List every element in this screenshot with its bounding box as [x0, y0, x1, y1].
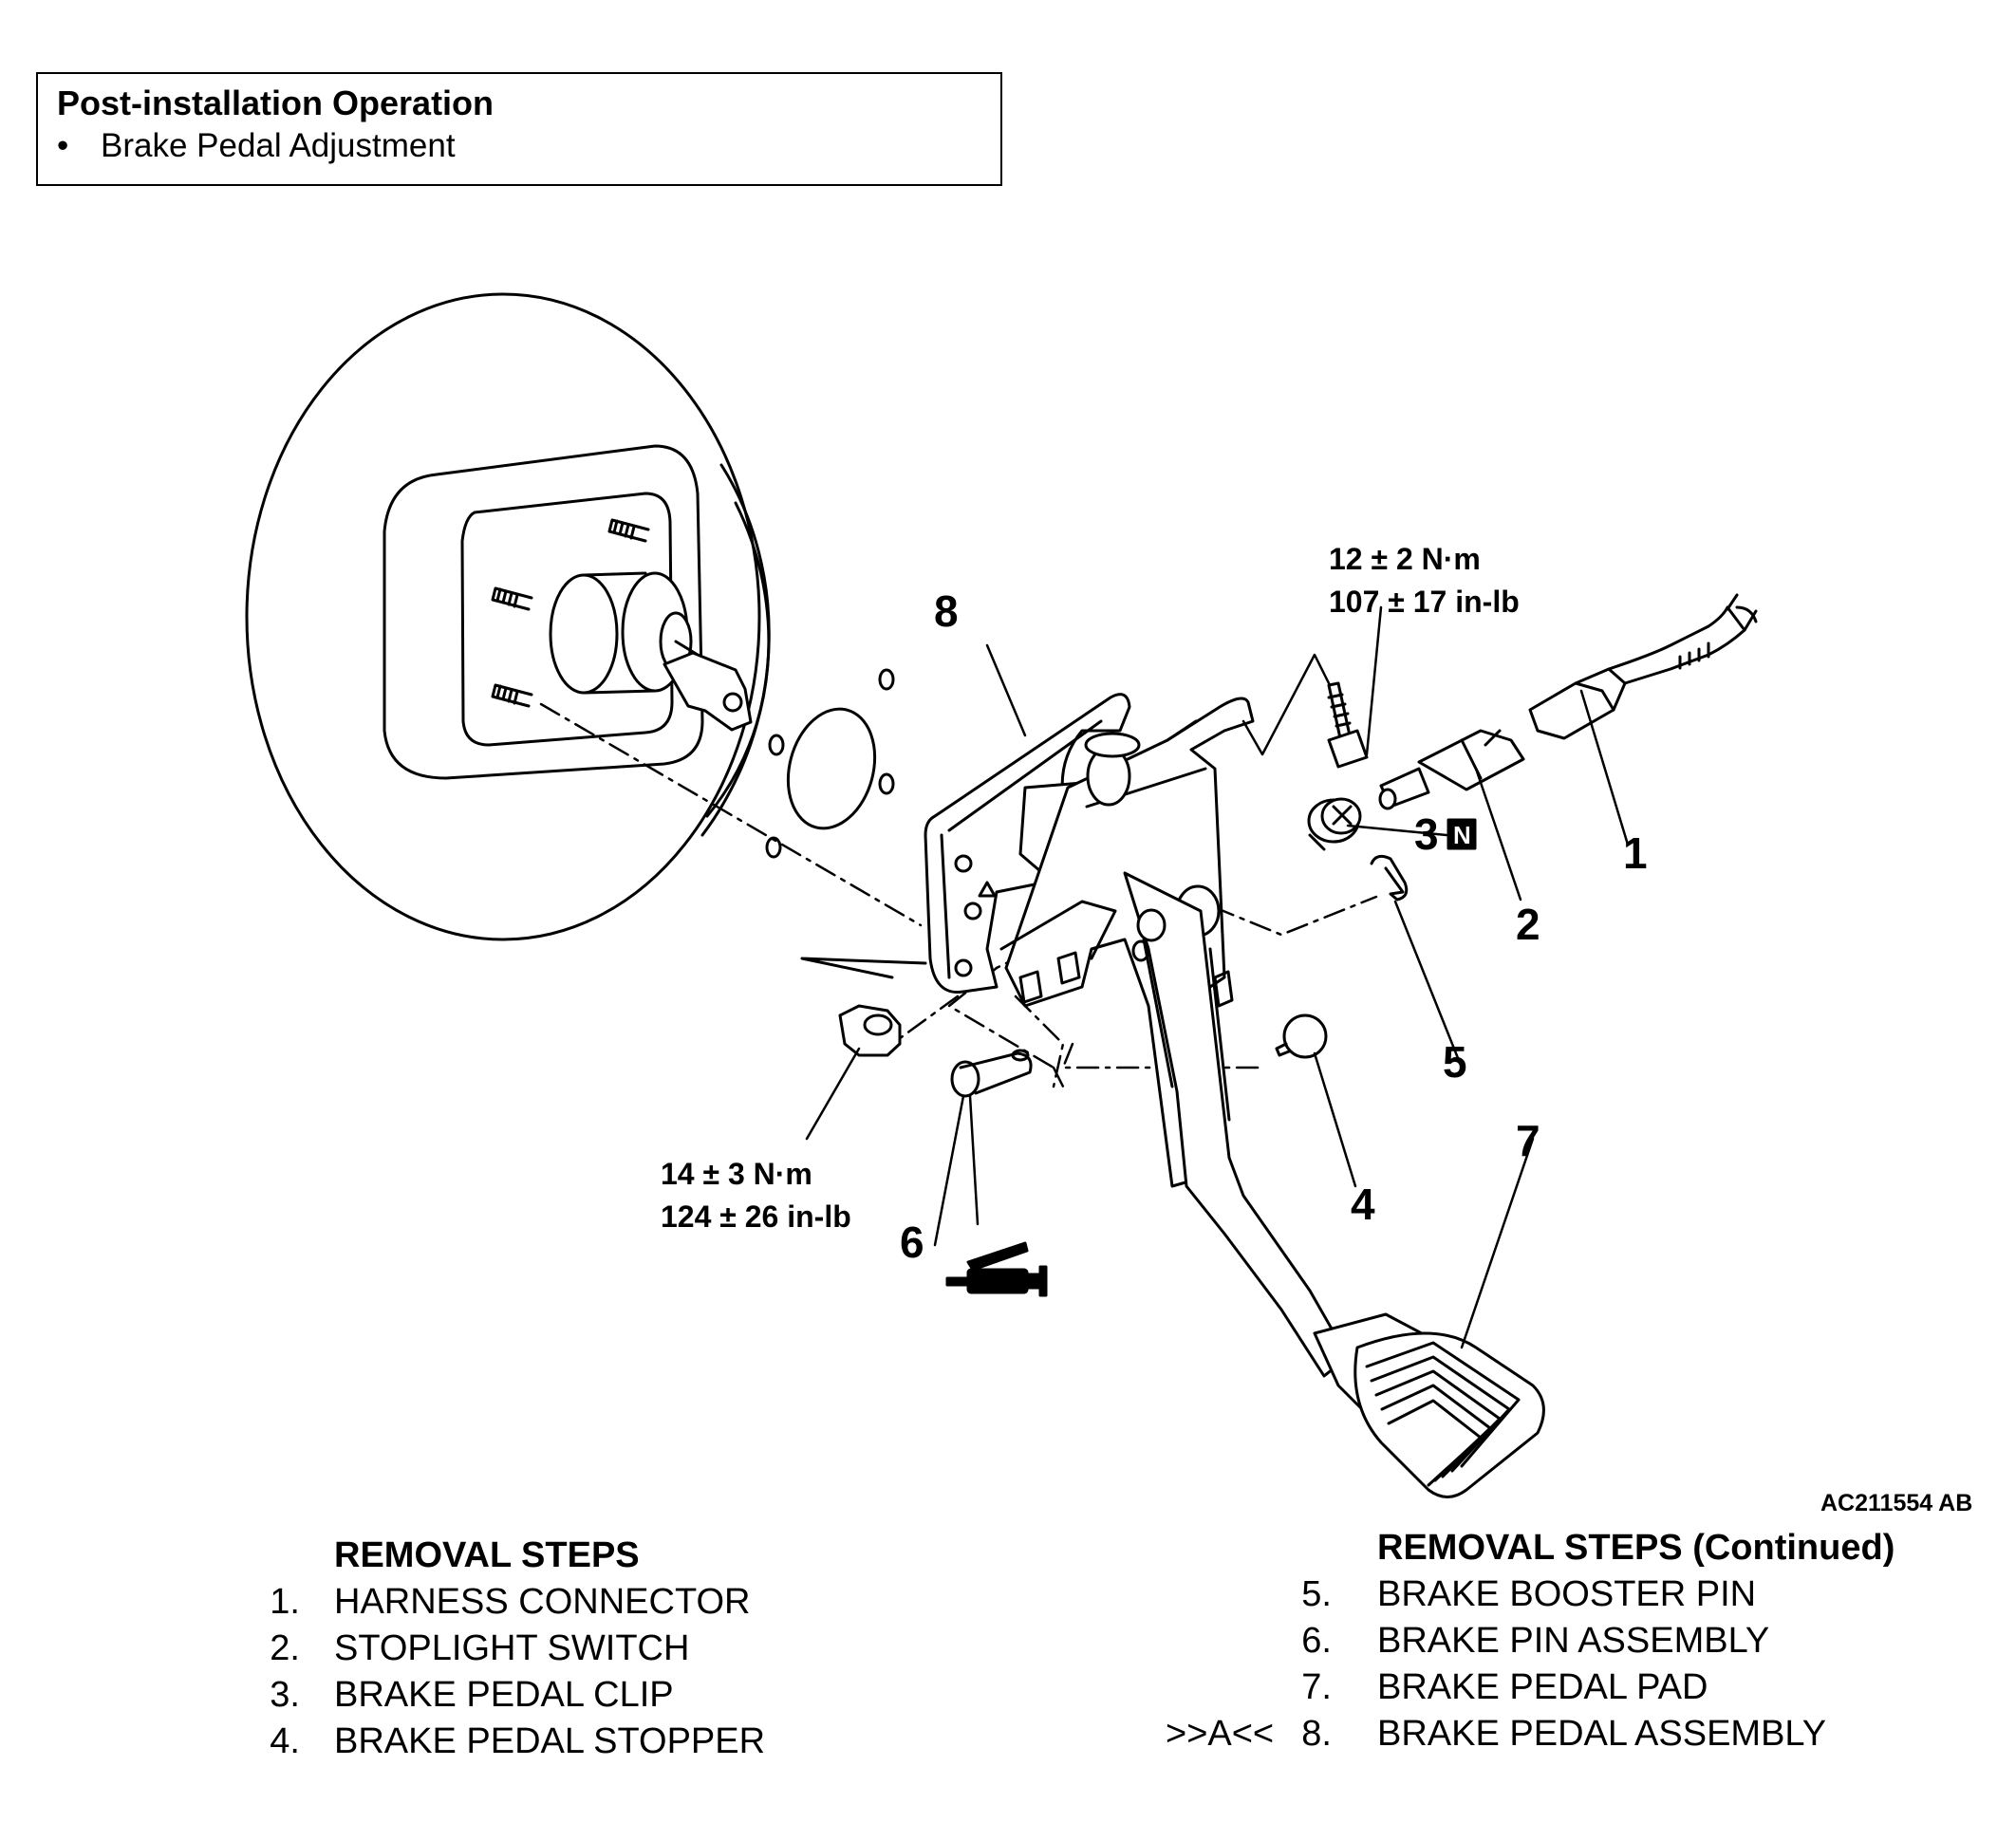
callout-2: 2	[1516, 900, 1540, 949]
callout-4: 4	[1351, 1180, 1375, 1229]
step-number: 3.	[270, 1675, 300, 1715]
removal-steps-heading: REMOVAL STEPS	[334, 1535, 640, 1575]
callout-leaders	[805, 605, 1630, 1349]
pedal-stopper	[1275, 1013, 1328, 1059]
step-text: STOPLIGHT SWITCH	[334, 1628, 690, 1668]
step-text: HARNESS CONNECTOR	[334, 1582, 751, 1622]
step-number: 5.	[1301, 1574, 1332, 1614]
n-badge-icon	[1447, 818, 1477, 850]
step-number: 2.	[270, 1628, 300, 1668]
brake-booster	[245, 292, 771, 941]
removal-steps-left: REMOVAL STEPS 1. HARNESS CONNECTOR 2. STOP…	[237, 1533, 765, 1765]
torque-top-imperial: 107 ± 17 in-lb	[1329, 585, 1520, 619]
pedal-clip-spring	[1370, 854, 1409, 902]
removal-step: 6. BRAKE PIN ASSEMBLY	[1166, 1618, 1895, 1664]
brake-pin	[950, 1049, 1033, 1098]
removal-step: 4. BRAKE PEDAL STOPPER	[237, 1719, 765, 1765]
step-text: BRAKE PEDAL CLIP	[334, 1675, 674, 1715]
booster-studs	[491, 518, 650, 708]
removal-step: >>A<< 8. BRAKE PEDAL ASSEMBLY	[1166, 1711, 1895, 1757]
step-number: 4.	[270, 1721, 300, 1761]
callout-8: 8	[934, 586, 959, 636]
step-text: BRAKE PIN ASSEMBLY	[1377, 1621, 1770, 1661]
torque-top-metric: 12 ± 2 N·m	[1329, 542, 1481, 576]
harness-connector	[1528, 593, 1758, 740]
figure-code: AC211554 AB	[1820, 1490, 1973, 1516]
step-text: BRAKE PEDAL STOPPER	[334, 1721, 766, 1761]
step-reference: >>A<<	[1166, 1714, 1275, 1754]
grease-gun-icon	[945, 1241, 1048, 1297]
removal-steps-right: REMOVAL STEPS (Continued) 5. BRAKE BOOSTE…	[1166, 1525, 1895, 1757]
brake-pedal-pad	[1313, 1312, 1545, 1498]
bracket-nut	[800, 957, 927, 1057]
step-text: BRAKE BOOSTER PIN	[1377, 1574, 1757, 1614]
callout-6: 6	[900, 1218, 924, 1267]
step-text: BRAKE PEDAL PAD	[1377, 1667, 1708, 1707]
removal-step: 7. BRAKE PEDAL PAD	[1166, 1664, 1895, 1711]
step-number: 1.	[270, 1582, 300, 1622]
step-number: 8.	[1301, 1714, 1332, 1754]
torque-bottom-imperial: 124 ± 26 in-lb	[661, 1199, 851, 1234]
callout-1: 1	[1623, 828, 1648, 878]
callout-3-badge-letter: N	[1453, 821, 1471, 849]
callout-3: 3	[1414, 809, 1439, 859]
brake-pedal-arm	[1123, 871, 1350, 1378]
callout-7: 7	[1516, 1116, 1540, 1165]
post-installation-item: • Brake Pedal Adjustment	[57, 127, 456, 165]
torque-bottom-metric: 14 ± 3 N·m	[661, 1157, 812, 1191]
removal-step: 2. STOPLIGHT SWITCH	[237, 1626, 765, 1672]
step-text: BRAKE PEDAL ASSEMBLY	[1377, 1714, 1827, 1754]
post-installation-title: Post-installation Operation	[57, 84, 495, 122]
step-number: 6.	[1301, 1621, 1332, 1661]
booster-pushrod	[549, 571, 753, 732]
booster-gasket	[765, 668, 895, 859]
removal-step: 3. BRAKE PEDAL CLIP	[237, 1672, 765, 1719]
callout-5: 5	[1443, 1037, 1467, 1087]
post-installation-item-text: Brake Pedal Adjustment	[101, 127, 456, 164]
break-mark	[1241, 653, 1331, 756]
removal-step: 5. BRAKE BOOSTER PIN	[1166, 1571, 1895, 1618]
mounting-bolt	[1327, 681, 1369, 769]
bullet-icon: •	[57, 127, 69, 164]
removal-step: 1. HARNESS CONNECTOR	[237, 1579, 765, 1626]
post-installation-box: Post-installation Operation • Brake Pedal…	[36, 72, 1002, 186]
step-number: 7.	[1301, 1667, 1332, 1707]
removal-steps-continued-heading: REMOVAL STEPS (Continued)	[1377, 1528, 1895, 1568]
stoplight-switch	[1378, 729, 1525, 810]
pedal-clip-washer	[1307, 797, 1362, 851]
